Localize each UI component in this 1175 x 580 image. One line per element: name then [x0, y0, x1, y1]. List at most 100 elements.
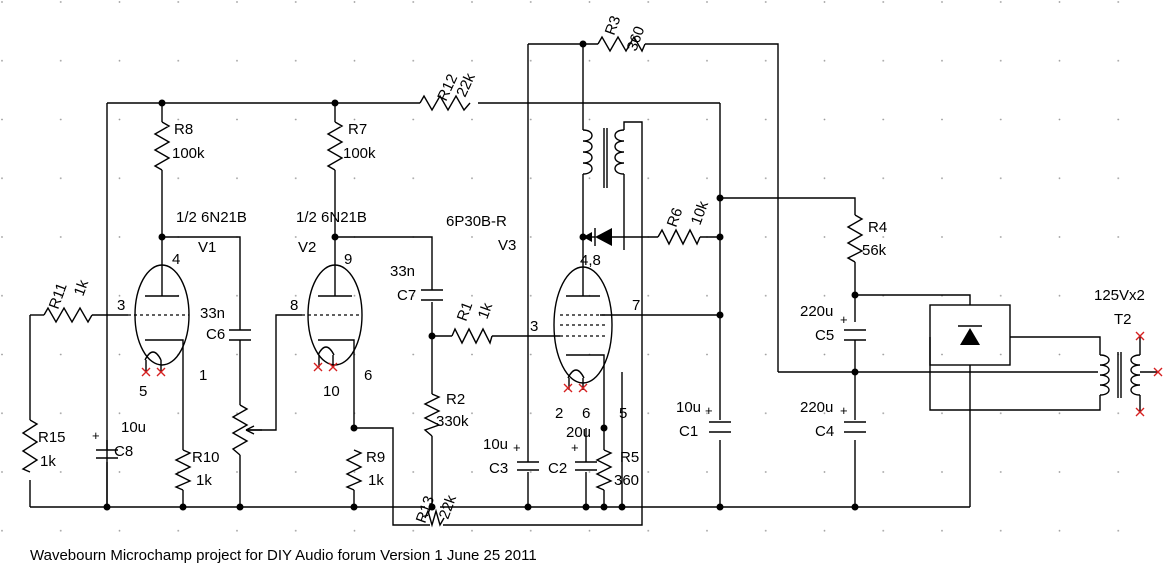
label-r11-value: 1k: [71, 277, 93, 298]
label-c1-ref: C1: [679, 423, 698, 440]
pin-v3-heater-b: 6: [582, 405, 590, 422]
label-r10-ref: R10: [192, 449, 220, 466]
pin-v2-grid: 8: [290, 297, 298, 314]
resistor-r5-symbol: [595, 449, 613, 491]
label-r4-ref: R4: [868, 219, 887, 236]
tube-v2: [302, 264, 363, 372]
pin-v1-heater: 5: [139, 383, 147, 400]
capacitor-c3-symbol: [517, 461, 539, 471]
label-c2-ref: C2: [548, 460, 567, 477]
label-r7-value: 100k: [343, 145, 376, 162]
label-r10-value: 1k: [196, 472, 212, 489]
resistor-r8-symbol: [153, 121, 171, 171]
capacitor-c8-symbol: [96, 449, 118, 459]
label-r15-ref: R15: [38, 429, 66, 446]
label-c7-ref: C7: [397, 287, 416, 304]
pin-v3-plate: 4,8: [580, 252, 601, 269]
label-r8-ref: R8: [174, 121, 193, 138]
resistor-r15-symbol: [21, 419, 39, 473]
resistor-r10-symbol: [174, 449, 192, 491]
pin-v2-cathode: 6: [364, 367, 372, 384]
label-r9-value: 1k: [368, 472, 384, 489]
label-r9-ref: R9: [366, 449, 385, 466]
label-t2-type: 125Vx2: [1094, 287, 1145, 304]
pin-v3-grid: 3: [530, 318, 538, 335]
resistor-r4-symbol: [846, 214, 864, 263]
polarity-c8: +: [92, 428, 100, 443]
resistor-r11-symbol: [43, 306, 93, 324]
pin-v3-cathode: 5: [619, 405, 627, 422]
label-r1-ref: R1: [454, 300, 477, 324]
capacitor-c1-symbol: [709, 421, 731, 433]
potentiometer: [231, 404, 262, 456]
resistor-r3-symbol: [597, 35, 646, 53]
resistor-r12-symbol: [419, 94, 471, 112]
resistor-r6-symbol: [657, 228, 701, 246]
label-v2-type: 1/2 6N21B: [296, 209, 367, 226]
label-c5-ref: C5: [815, 327, 834, 344]
resistor-r2-symbol: [423, 393, 441, 437]
label-c2-value: 20u: [566, 424, 591, 441]
capacitor-c5-symbol: [844, 329, 866, 341]
diode: [583, 228, 612, 246]
bridge-rectifier: [929, 304, 1011, 366]
polarity-c4: +: [840, 403, 848, 418]
label-v3-type: 6P30B-R: [446, 213, 507, 230]
label-r15-value: 1k: [40, 453, 56, 470]
power-transformer: [1099, 336, 1141, 412]
output-transformer: [582, 128, 625, 188]
label-c8-value: 10u: [121, 419, 146, 436]
label-c6-value: 33n: [200, 305, 225, 322]
tube-v1: [128, 264, 190, 377]
label-v2-ref: V2: [298, 239, 316, 256]
label-c8-ref: C8: [114, 443, 133, 460]
resistor-r1-symbol: [451, 327, 493, 345]
schematic-caption: Wavebourn Microchamp project for DIY Aud…: [30, 547, 537, 564]
pin-v2-heater: 10: [323, 383, 340, 400]
polarity-c3: +: [513, 440, 521, 455]
label-c4-ref: C4: [815, 423, 834, 440]
label-v3-ref: V3: [498, 237, 516, 254]
junctions: [103, 40, 859, 511]
tube-v3: [553, 266, 613, 393]
pin-v2-plate: 9: [344, 251, 352, 268]
resistor-r9-symbol: [345, 449, 363, 491]
label-c1-value: 10u: [676, 399, 701, 416]
label-r4-value: 56k: [862, 242, 887, 259]
polarity-c5: +: [840, 312, 848, 327]
label-r5-ref: R5: [620, 449, 639, 466]
label-v1-ref: V1: [198, 239, 216, 256]
polarity-c1: +: [705, 403, 713, 418]
pin-v3-g2: 7: [632, 297, 640, 314]
capacitor-c2-symbol: [575, 461, 597, 471]
label-c5-value: 220u: [800, 303, 833, 320]
unconnected-markers: [1135, 331, 1163, 417]
label-c7-value: 33n: [390, 263, 415, 280]
label-c6-ref: C6: [206, 326, 225, 343]
pin-v1-cathode: 1: [199, 367, 207, 384]
label-c3-ref: C3: [489, 460, 508, 477]
label-r1-value: 1k: [475, 300, 497, 321]
capacitor-c4-symbol: [844, 421, 866, 433]
label-r6-ref: R6: [664, 206, 687, 230]
pin-v1-grid: 3: [117, 297, 125, 314]
label-v1-type: 1/2 6N21B: [176, 209, 247, 226]
resistor-r7-symbol: [326, 121, 344, 171]
label-t2-ref: T2: [1114, 311, 1132, 328]
label-r3-ref: R3: [602, 14, 625, 38]
label-r2-ref: R2: [446, 391, 465, 408]
label-r2-value: 330k: [436, 413, 469, 430]
capacitor-c6-symbol: [229, 329, 251, 341]
capacitor-c7-symbol: [421, 289, 443, 301]
polarity-c2: +: [571, 440, 579, 455]
label-r7-ref: R7: [348, 121, 367, 138]
label-c3-value: 10u: [483, 436, 508, 453]
resistor-r13-symbol: [424, 508, 445, 528]
label-c4-value: 220u: [800, 399, 833, 416]
label-r8-value: 100k: [172, 145, 205, 162]
label-r5-value: 360: [614, 472, 639, 489]
pin-v1-plate: 4: [172, 251, 180, 268]
